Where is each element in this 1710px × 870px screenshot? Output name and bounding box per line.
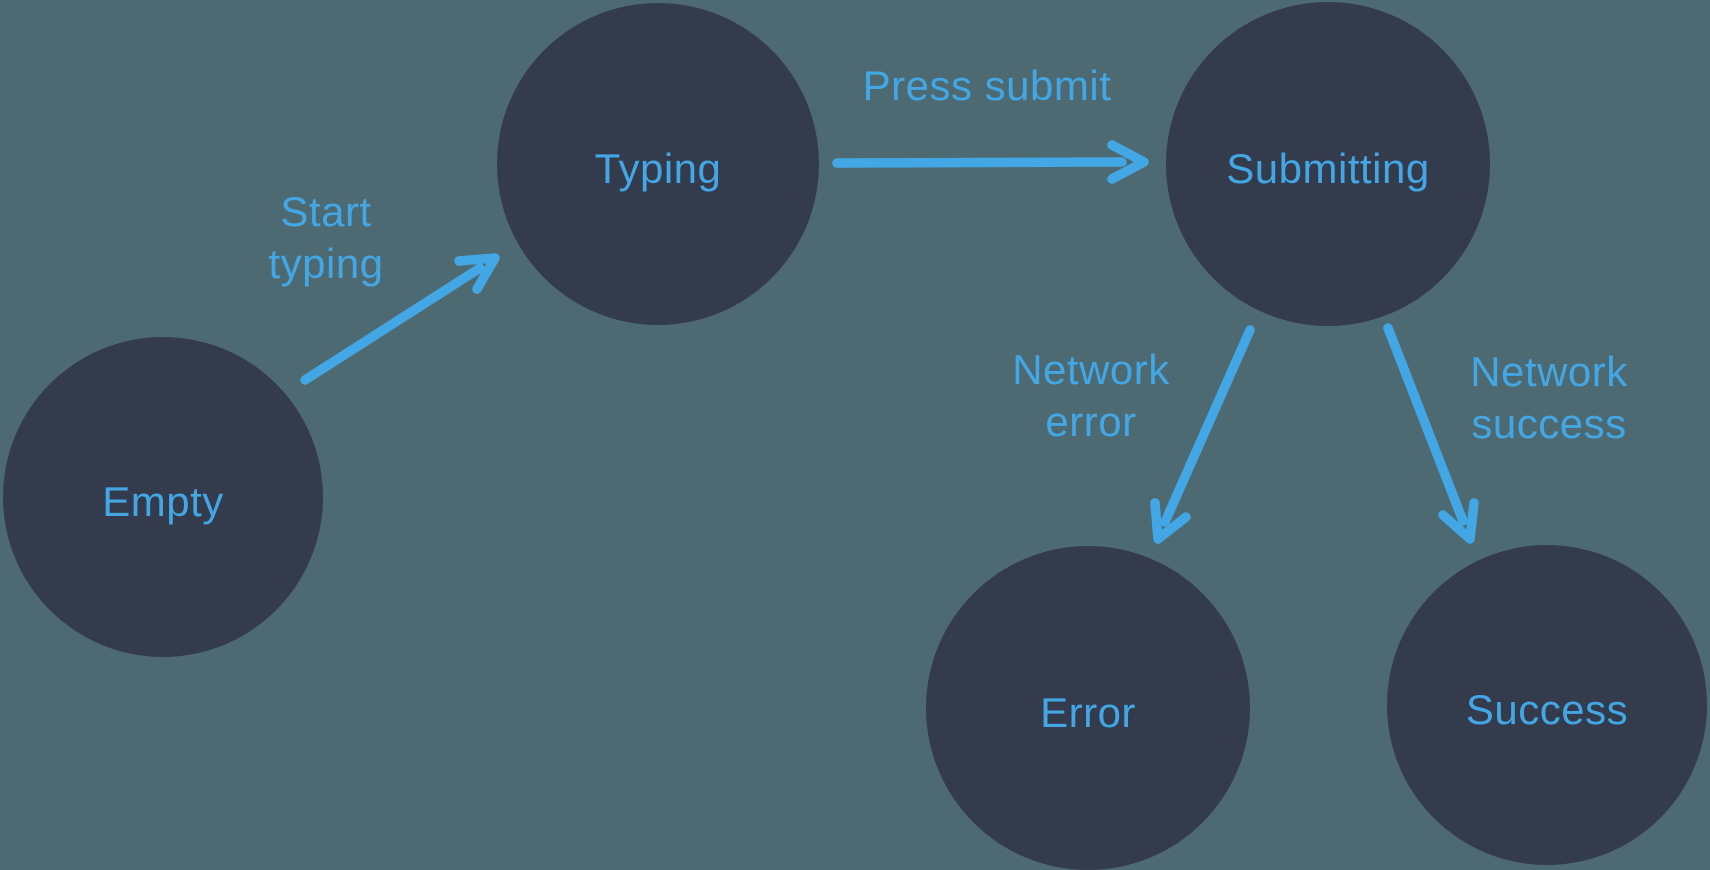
transition-label-press-submit: Press submit — [862, 62, 1112, 109]
state-submitting-label: Submitting — [1226, 145, 1430, 192]
state-empty-label: Empty — [102, 478, 224, 525]
transition-label-network-error: Network error — [1012, 346, 1170, 445]
transition-label-network-success: Network success — [1470, 348, 1628, 447]
state-typing: Typing — [497, 3, 819, 325]
state-error: Error — [926, 546, 1250, 870]
arrow-press-submit — [832, 140, 1149, 184]
state-empty: Empty — [3, 337, 323, 657]
state-error-label: Error — [1040, 689, 1136, 736]
arrow-network-success — [1383, 323, 1479, 544]
state-success: Success — [1387, 545, 1707, 865]
state-submitting: Submitting — [1166, 2, 1490, 326]
transition-label-start-typing: Start typing — [268, 188, 384, 287]
state-typing-label: Typing — [594, 145, 722, 192]
state-success-label: Success — [1465, 686, 1629, 733]
